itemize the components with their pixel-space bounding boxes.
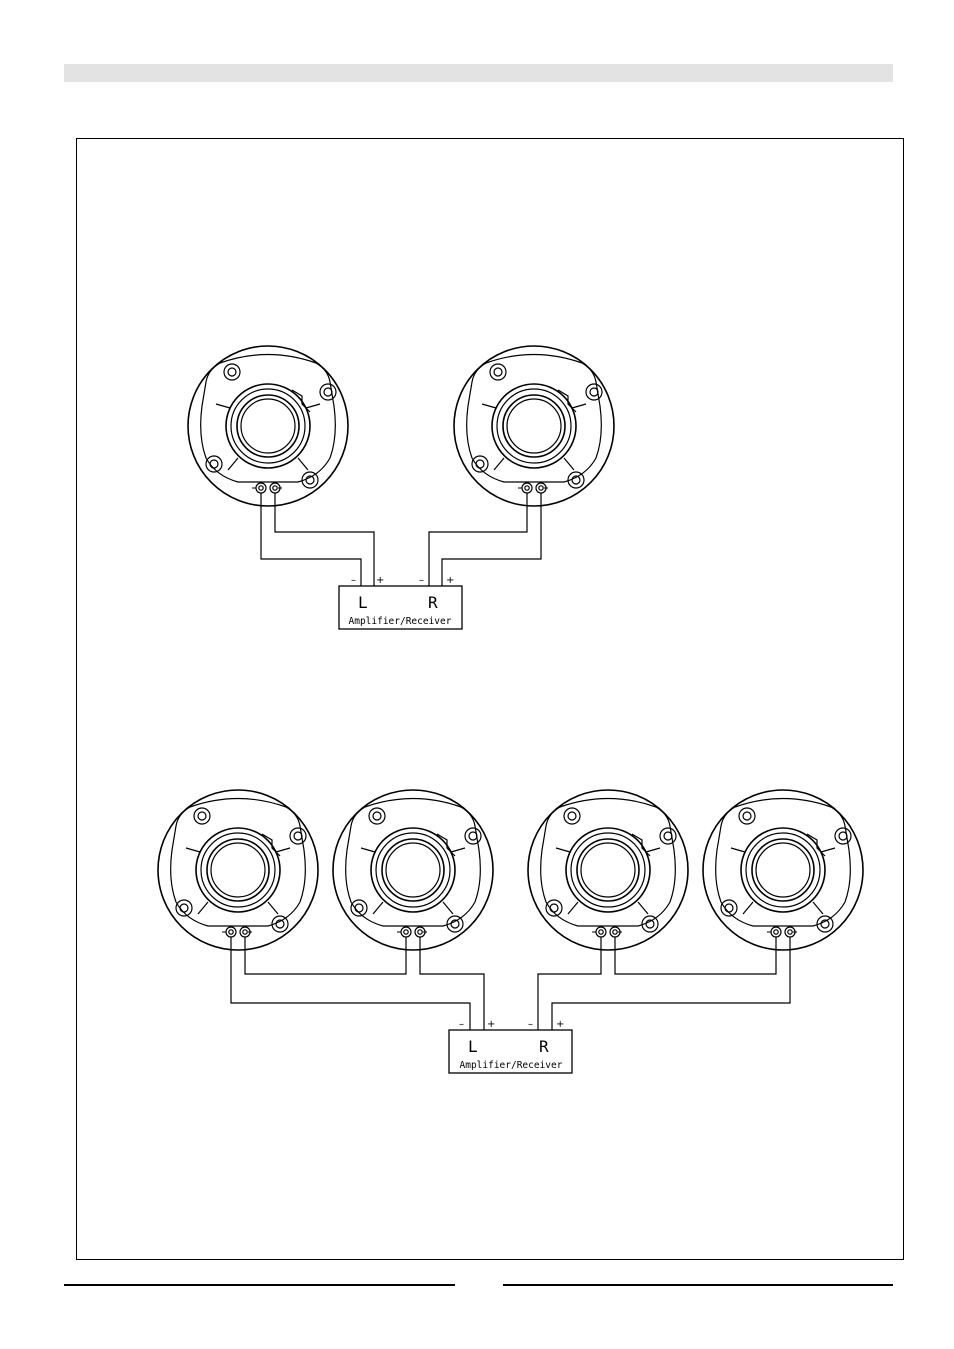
wiring-bottom [231, 937, 790, 1030]
terminal-plus-l-top: + [376, 575, 384, 586]
footer-rule-left [64, 1284, 455, 1286]
speaker-top-right [454, 346, 614, 506]
speaker-icon [454, 346, 614, 506]
terminal-plus-l-bottom: + [487, 1019, 495, 1030]
amp-left-label-top: L [358, 593, 368, 612]
footer-rule-right [503, 1284, 893, 1286]
amp-right-label-bottom: R [539, 1037, 549, 1056]
terminal-minus-l-top: – [351, 575, 356, 586]
amp-right-label-top: R [428, 593, 438, 612]
amp-left-label-bottom: L [468, 1037, 478, 1056]
terminal-minus-r-top: – [419, 575, 424, 586]
speaker-top-left [188, 346, 348, 506]
speaker-icon [188, 346, 348, 506]
terminal-minus-r-bottom: – [528, 1019, 533, 1030]
speaker-bottom-2 [333, 790, 493, 950]
speaker-icon [333, 790, 493, 950]
amp-label-top: Amplifier/Receiver [349, 616, 452, 627]
speaker-icon [703, 790, 863, 950]
speaker-icon [158, 790, 318, 950]
terminal-minus-l-bottom: – [459, 1019, 464, 1030]
speaker-icon [528, 790, 688, 950]
wiring-top [261, 493, 541, 586]
speaker-bottom-3 [528, 790, 688, 950]
speaker-bottom-4 [703, 790, 863, 950]
amp-label-bottom: Amplifier/Receiver [460, 1060, 563, 1071]
terminal-plus-r-bottom: + [556, 1019, 564, 1030]
speaker-bottom-1 [158, 790, 318, 950]
terminal-plus-r-top: + [446, 575, 454, 586]
